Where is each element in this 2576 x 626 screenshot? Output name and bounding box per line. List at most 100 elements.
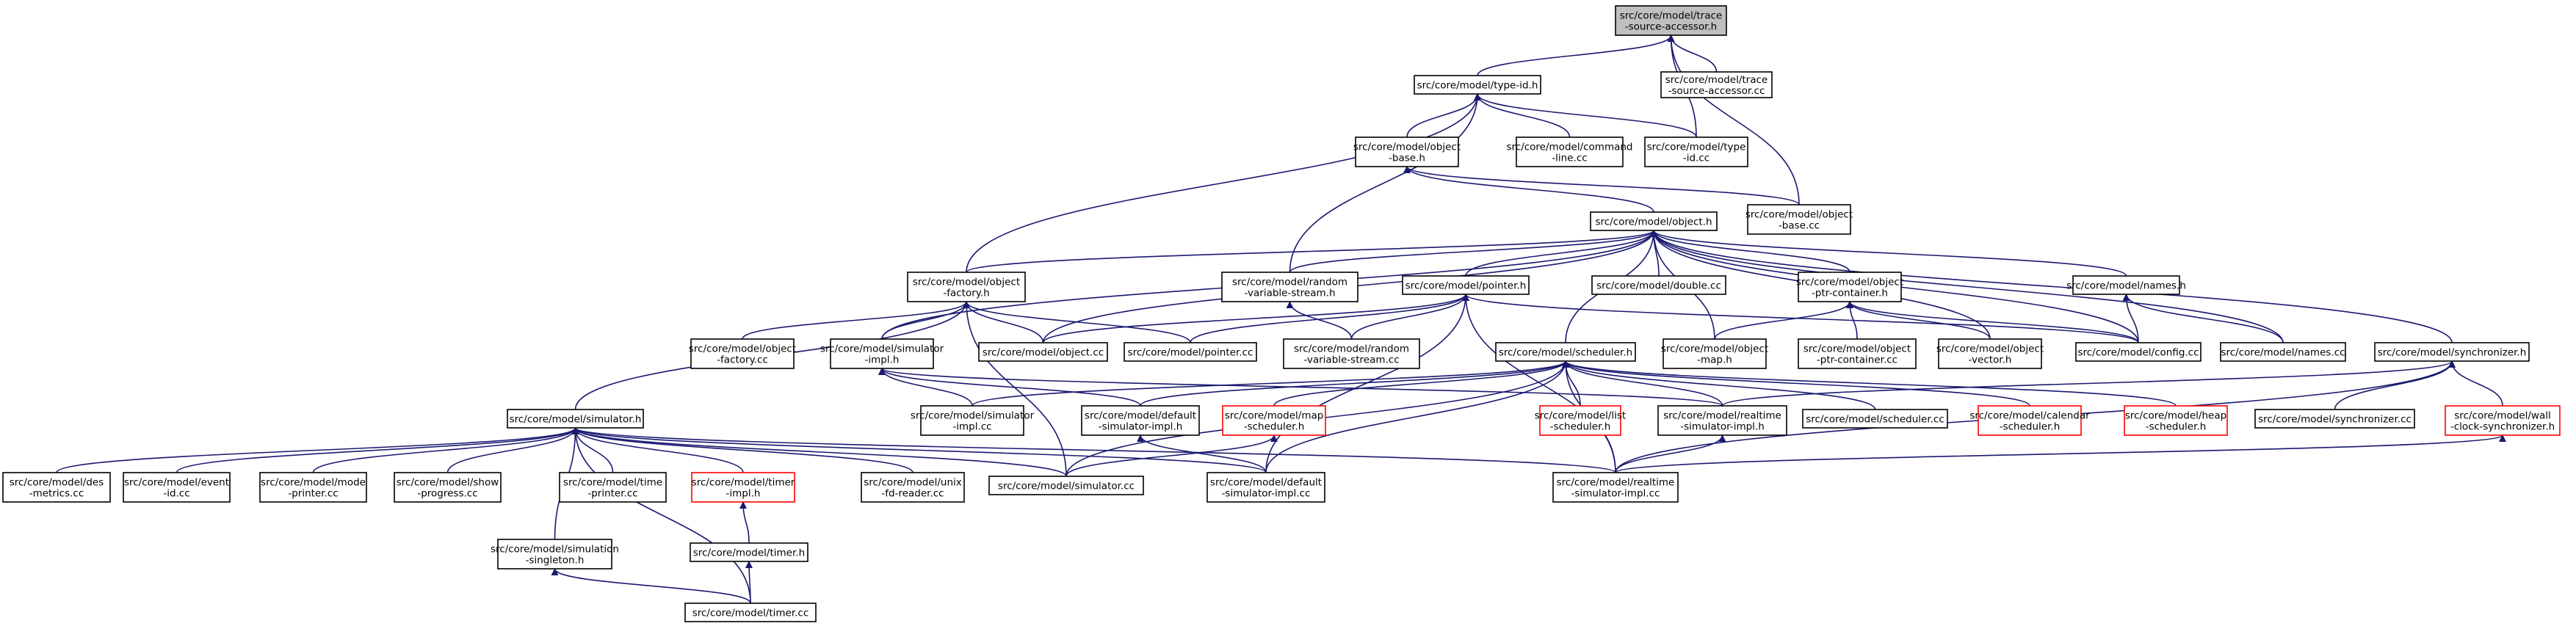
node-tsacc[interactable]: src/core/model/trace-source-accessor.cc bbox=[1660, 71, 1773, 98]
node-label-line: -base.h bbox=[1389, 153, 1425, 164]
node-box bbox=[920, 405, 1024, 436]
edge-synch-to-objecth bbox=[1650, 230, 2453, 343]
node-rtsimimplcc[interactable]: src/core/model/realtime-simulator-impl.c… bbox=[1552, 472, 1679, 503]
node-label-line: src/core/model/object.cc bbox=[983, 347, 1104, 359]
node-heapsch[interactable]: src/core/model/heap-scheduler.h bbox=[2124, 405, 2228, 436]
node-box bbox=[259, 472, 367, 503]
node-synch[interactable]: src/core/model/synchronizer.h bbox=[2374, 342, 2530, 362]
edge-defsimimplcc-to-schedh bbox=[1265, 360, 1569, 473]
node-modeprn[interactable]: src/core/model/mode-printer.cc bbox=[259, 472, 367, 503]
node-eventid[interactable]: src/core/model/event-id.cc bbox=[123, 472, 231, 503]
node-objecth[interactable]: src/core/model/object.h bbox=[1590, 211, 1718, 231]
node-objectcc[interactable]: src/core/model/object.cc bbox=[978, 342, 1108, 362]
node-simcc[interactable]: src/core/model/simulator.cc bbox=[988, 476, 1144, 495]
node-tsa[interactable]: src/core/model/trace-source-accessor.h bbox=[1615, 5, 1727, 36]
node-objfacth[interactable]: src/core/model/object-factory.h bbox=[907, 272, 1026, 302]
node-label-line: src/core/model/synchronizer.h bbox=[2378, 347, 2527, 359]
node-label-line: src/core/model/time bbox=[563, 477, 662, 489]
node-label-line: -impl.cc bbox=[952, 421, 991, 433]
node-cmdline[interactable]: src/core/model/command-line.cc bbox=[1506, 137, 1633, 167]
node-box bbox=[2374, 342, 2530, 362]
node-randvscc[interactable]: src/core/model/random-variable-stream.cc bbox=[1283, 338, 1420, 369]
node-simimplcc[interactable]: src/core/model/simulator-impl.cc bbox=[911, 405, 1035, 436]
node-wallclk[interactable]: src/core/model/wall-clock-synchronizer.h bbox=[2445, 405, 2561, 436]
node-box bbox=[690, 542, 808, 562]
node-simsingle[interactable]: src/core/model/simulation-singleton.h bbox=[491, 539, 619, 569]
edge-objbasecc-to-tsa bbox=[1667, 34, 1800, 205]
node-configcc[interactable]: src/core/model/config.cc bbox=[2075, 342, 2201, 362]
node-label-line: src/core/model/calendar bbox=[1969, 410, 2090, 422]
node-objbaseh[interactable]: src/core/model/object-base.h bbox=[1353, 137, 1461, 167]
node-desmet[interactable]: src/core/model/des-metrics.cc bbox=[2, 472, 111, 503]
edge-rtsimimplcc-to-rtsimimplh bbox=[1615, 434, 1726, 473]
node-label-line: src/core/model/double.cc bbox=[1596, 280, 1721, 292]
node-label-line: -impl.h bbox=[865, 354, 900, 366]
node-namesh[interactable]: src/core/model/names.h bbox=[2066, 275, 2186, 295]
node-pointerh[interactable]: src/core/model/pointer.h bbox=[1402, 275, 1530, 295]
node-showprog[interactable]: src/core/model/show-progress.cc bbox=[394, 472, 502, 503]
node-timerh[interactable]: src/core/model/timer.h bbox=[690, 542, 808, 562]
node-timeprn[interactable]: src/core/model/time-printer.cc bbox=[559, 472, 667, 503]
node-rtsimimplh[interactable]: src/core/model/realtime-simulator-impl.h bbox=[1657, 405, 1787, 436]
edge-rtsimimplh-to-simimplh bbox=[878, 368, 1723, 407]
edge-namesh-to-objecth bbox=[1650, 230, 2127, 277]
node-unixfd[interactable]: src/core/model/unix-fd-reader.cc bbox=[861, 472, 965, 503]
node-simh[interactable]: src/core/model/simulator.h bbox=[507, 409, 644, 429]
node-label-line: src/core/model/unix bbox=[864, 477, 961, 489]
node-randvsh[interactable]: src/core/model/random-variable-stream.h bbox=[1221, 272, 1358, 302]
edge-configcc-to-ptrconth bbox=[1846, 301, 2139, 343]
node-timercc[interactable]: src/core/model/timer.cc bbox=[684, 603, 817, 622]
node-label-line: -simulator-impl.cc bbox=[1571, 488, 1660, 500]
node-box bbox=[2445, 405, 2561, 436]
node-typeid[interactable]: src/core/model/type-id.h bbox=[1414, 75, 1541, 95]
node-ptrconth[interactable]: src/core/model/object-ptr-container.h bbox=[1796, 272, 1903, 302]
node-pointercc[interactable]: src/core/model/pointer.cc bbox=[1124, 342, 1257, 362]
edge-unixfd-to-simh bbox=[571, 427, 913, 473]
node-label-line: -simulator-impl.h bbox=[1099, 421, 1183, 433]
node-box bbox=[2124, 405, 2228, 436]
node-label-line: src/core/model/object bbox=[1661, 343, 1768, 355]
node-defsimimplcc[interactable]: src/core/model/default-simulator-impl.cc bbox=[1206, 472, 1325, 503]
edge-simcc-to-mapsch bbox=[1066, 434, 1278, 477]
node-timerimpl[interactable]: src/core/model/timer-impl.h bbox=[691, 472, 795, 503]
node-label-line: src/core/model/mode bbox=[261, 477, 366, 489]
node-label-line: src/core/model/map bbox=[1225, 410, 1324, 422]
edge-rtsimimplh-to-synch bbox=[1721, 360, 2456, 407]
node-synccc[interactable]: src/core/model/synchronizer.cc bbox=[2254, 409, 2415, 429]
node-simimplh[interactable]: src/core/model/simulator-impl.h bbox=[820, 338, 944, 369]
node-defsimimplh[interactable]: src/core/model/default-simulator-impl.h bbox=[1081, 405, 1200, 436]
node-ptrcontcc[interactable]: src/core/model/object-ptr-container.cc bbox=[1798, 338, 1917, 369]
node-schedh[interactable]: src/core/model/scheduler.h bbox=[1495, 342, 1636, 362]
node-label-line: -scheduler.h bbox=[1244, 421, 1305, 433]
edge-calsch-to-schedh bbox=[1562, 360, 2030, 407]
edge-timercc-to-simsingle bbox=[551, 568, 751, 604]
node-box bbox=[830, 338, 934, 369]
edge-timercc-to-timerh bbox=[745, 561, 753, 604]
edge-defsimimplh-to-simimplh bbox=[878, 368, 1141, 407]
node-label-line: src/core/model/synchronizer.cc bbox=[2258, 414, 2412, 426]
node-label-line: -ptr-container.h bbox=[1812, 288, 1888, 299]
node-label-line: src/core/model/scheduler.cc bbox=[1806, 414, 1944, 426]
edge-objfacth-to-typeid bbox=[966, 93, 1481, 273]
edge-rtsimimplh-to-schedh bbox=[1562, 360, 1723, 407]
node-objfactcc[interactable]: src/core/model/object-factory.cc bbox=[689, 338, 796, 369]
edge-objfactcc-to-objfacth bbox=[742, 301, 970, 340]
node-label-line: -variable-stream.h bbox=[1245, 288, 1336, 299]
node-listsch[interactable]: src/core/model/list-scheduler.h bbox=[1535, 405, 1626, 436]
node-label-line: src/core/model/realtime bbox=[1557, 477, 1675, 489]
node-objvech[interactable]: src/core/model/object-vector.h bbox=[1936, 338, 2044, 369]
node-label-line: src/core/model/wall bbox=[2454, 410, 2550, 422]
node-calsch[interactable]: src/core/model/calendar-scheduler.h bbox=[1969, 405, 2090, 436]
node-mapsch[interactable]: src/core/model/map-scheduler.h bbox=[1222, 405, 1326, 436]
node-namescc[interactable]: src/core/model/names.cc bbox=[2220, 342, 2346, 362]
node-box bbox=[1798, 338, 1917, 369]
node-schedcc[interactable]: src/core/model/scheduler.cc bbox=[1802, 409, 1948, 429]
node-objbasecc[interactable]: src/core/model/object-base.cc bbox=[1745, 204, 1853, 235]
node-label-line: -id.cc bbox=[1683, 153, 1710, 164]
node-label-line: src/core/model/simulation bbox=[491, 544, 619, 556]
node-doublecc[interactable]: src/core/model/double.cc bbox=[1591, 275, 1726, 295]
edge-randvscc-to-randvsh bbox=[1286, 301, 1353, 340]
node-label-line: -source-accessor.h bbox=[1625, 21, 1717, 33]
node-typeidcc[interactable]: src/core/model/type-id.cc bbox=[1644, 137, 1748, 167]
node-objmaph[interactable]: src/core/model/object-map.h bbox=[1661, 338, 1768, 369]
